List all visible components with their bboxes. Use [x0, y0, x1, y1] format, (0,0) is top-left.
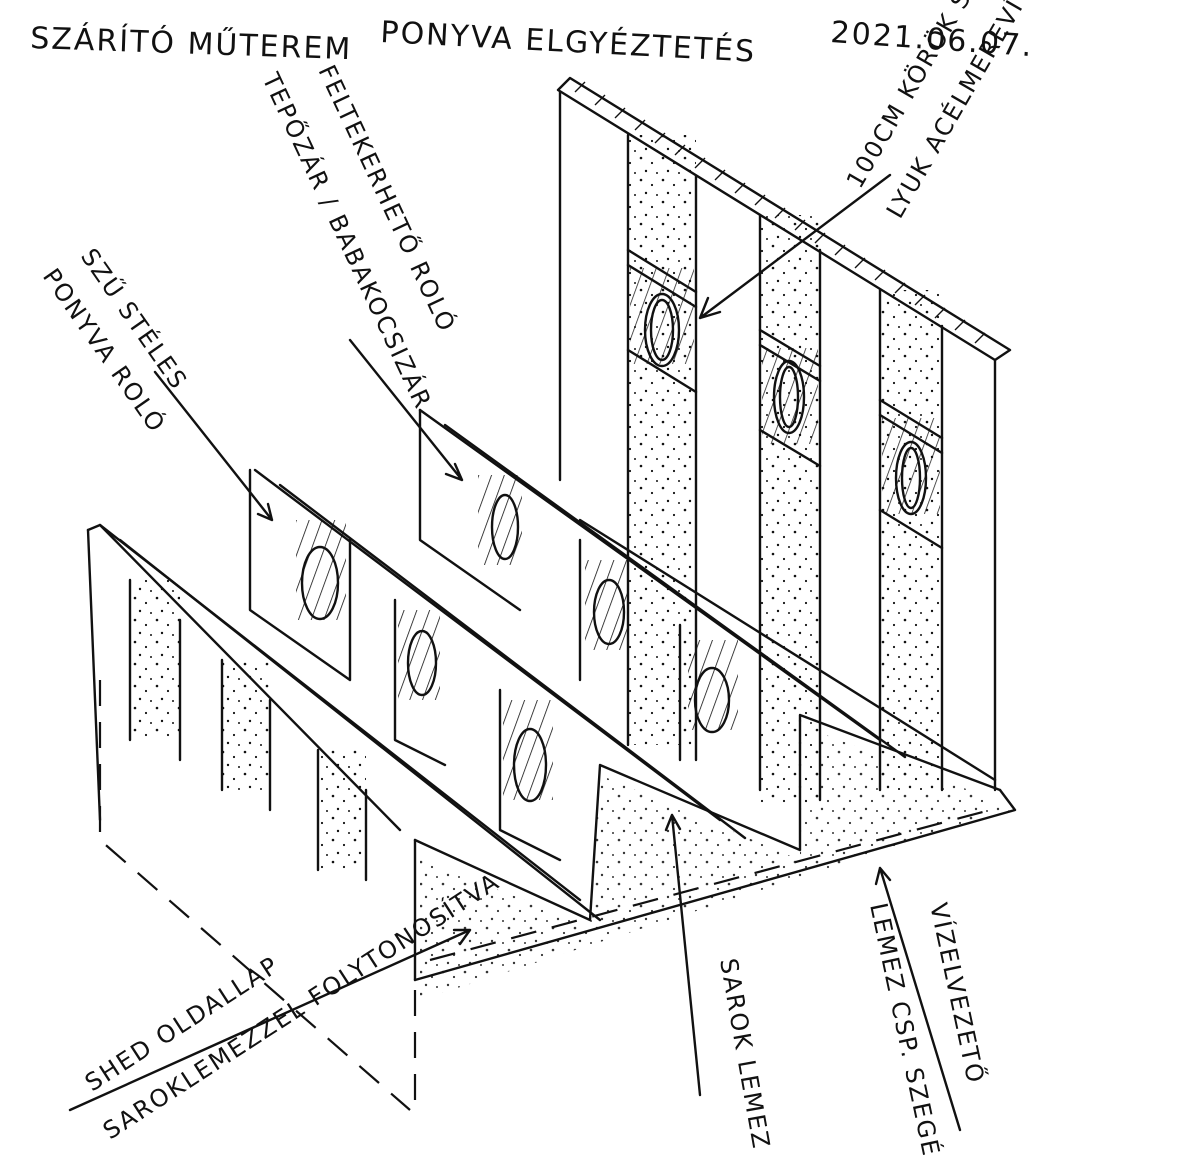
hatch-panel [688, 640, 738, 730]
speckle-strip [760, 215, 820, 805]
annotation-drainage: VÍZELVEZETŐ LEMEZ CSP. SZEGÉLY [864, 866, 992, 1155]
drainage-label-1: VÍZELVEZETŐ [924, 900, 992, 1087]
vent-hole [894, 440, 928, 516]
hatch-panel [585, 560, 629, 650]
hatch-panel [478, 475, 522, 565]
speckle-strip [130, 580, 180, 740]
hatch-panel [762, 348, 818, 444]
hatch-panel [398, 610, 440, 700]
speckle-strip [318, 750, 366, 870]
speckle-strip [880, 290, 942, 790]
vent-hole [406, 629, 438, 697]
vent-hole [300, 545, 340, 621]
annotation-roll-blind: FELTEKERHETŐ ROLÓ TEPŐZÁR / BABAKOCSIZÁR [256, 60, 464, 482]
annotation-shed-side: SHED OLDALLAP SAROKLEMEZZEL FOLYTONOSÍTV… [68, 866, 505, 1145]
shed-structure [86, 408, 1017, 1115]
page-title: PONYVA ELGYÉZTETÉS [380, 14, 757, 70]
studio-title: SZÁRÍTÓ MŰTEREM [30, 19, 353, 67]
hatch-panel [630, 268, 694, 364]
floor-speckle [420, 725, 1010, 1000]
vent-hole [772, 359, 806, 435]
vent-hole [490, 493, 520, 561]
speckle-strip [222, 660, 270, 790]
vent-hole [592, 578, 626, 646]
hatch-panel [882, 418, 940, 514]
vent-hole [512, 727, 548, 803]
vent-hole [693, 666, 731, 734]
speckle-strip [628, 135, 696, 745]
annotation-narrow-blind: SZŰ STÉLES PONYVA ROLÓ [37, 242, 274, 522]
vent-hole [643, 292, 681, 368]
corner-plate-label: SAROK LEMEZ [714, 956, 775, 1152]
rear-wall [556, 76, 1012, 805]
